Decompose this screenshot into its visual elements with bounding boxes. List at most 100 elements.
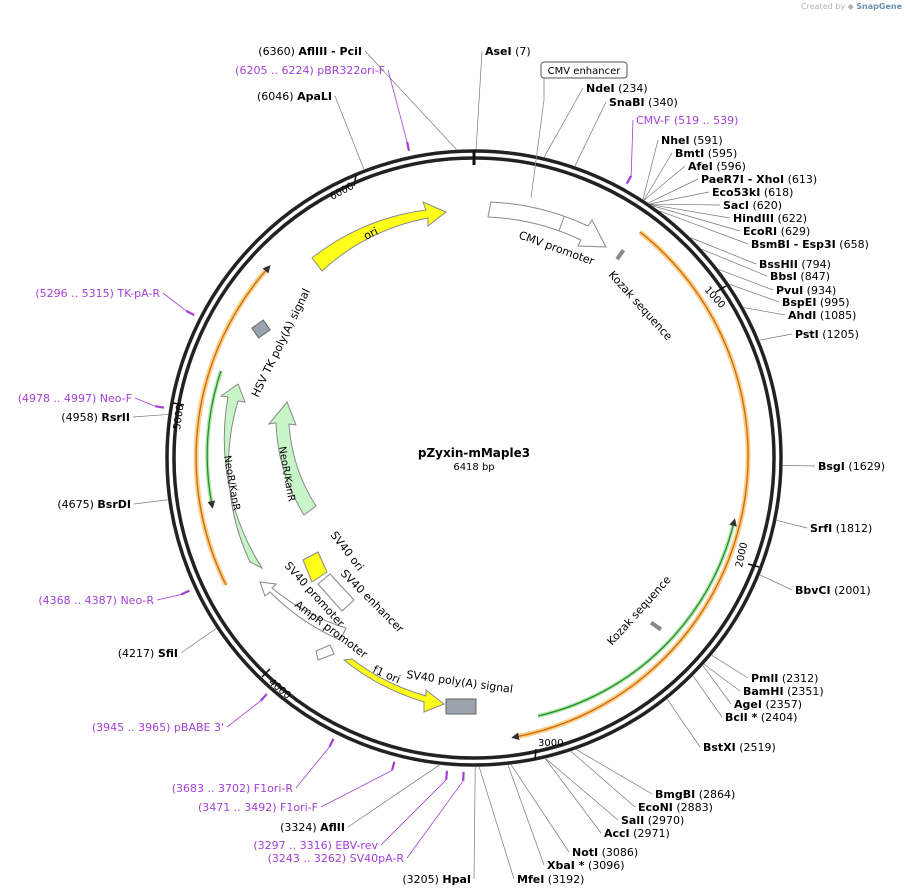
primer-mark-tk-pa-r: [185, 310, 195, 317]
ori-arrow: [311, 201, 447, 272]
kozak-sequence-label-lower: Kozak sequence: [605, 573, 674, 648]
site-label-acci: AccI (2971): [604, 827, 670, 840]
primer-label-pbr322ori-f: (6205 .. 6224) pBR322ori-F: [235, 64, 385, 77]
primer-leader-ebv-rev: [380, 779, 447, 846]
site-label-bsshii: BssHII (794): [759, 258, 831, 271]
sv40-promoter-arrow: [259, 581, 347, 641]
primer-leader-f1ori-f: [320, 770, 393, 808]
site-label-bamhi: BamHI (2351): [743, 685, 824, 698]
site-leader-noti: [510, 764, 570, 853]
kozak-sequence-upper-mark: [615, 248, 626, 261]
sv40-enhancer-shape: [317, 573, 355, 612]
site-label-bcli: BclI * (2404): [725, 711, 797, 724]
site-label-ahdi: AhdI (1085): [788, 309, 856, 322]
site-label-ndei: NdeI (234): [586, 82, 648, 95]
site-label-bbvci: BbvCI (2001): [795, 584, 871, 597]
site-label-ecori: EcoRI (629): [743, 225, 810, 238]
site-leader-pmli: [711, 655, 749, 679]
sv40-polya-box: [445, 698, 477, 715]
cmv-split-mark: [558, 216, 565, 232]
plasmid-length: 6418 bp: [453, 462, 494, 473]
site-label-sali: SalI (2970): [621, 814, 684, 827]
site-leader-ahdi: [743, 307, 786, 316]
neor-kanr-outer-arrow: [219, 383, 264, 570]
site-label-eco53ki: Eco53kI (618): [712, 186, 793, 199]
site-leader-acci: [545, 758, 602, 834]
cmv-enhancer-leader: [530, 78, 545, 199]
site-leader-aflii: [347, 764, 440, 828]
site-label-aflii: (3324) AflII: [280, 821, 345, 834]
primer-leader-f1ori-r: [295, 746, 330, 789]
hsv-tk-polya-box: [251, 319, 271, 339]
site-label-hpai: (3205) HpaI: [402, 873, 471, 886]
primer-mark-ebv-rev: [445, 770, 449, 780]
site-leader-srfi: [776, 520, 808, 529]
site-label-xbai: XbaI * (3096): [547, 859, 625, 872]
ori-label: ori: [362, 225, 381, 243]
green-track-left-line: [206, 370, 222, 509]
primer-leader-neo-r: [156, 594, 182, 601]
site-leader-bsgi: [782, 465, 816, 467]
site-label-afliii: (6360) AflIII - PciI: [258, 45, 362, 58]
site-leader-afliii: [364, 50, 457, 150]
site-leader-bcli: [692, 675, 723, 718]
site-leader-bmti: [643, 152, 673, 201]
site-leader-pvui: [718, 269, 774, 291]
site-leader-saci: [650, 203, 721, 206]
credit-brand: SnapGene: [856, 2, 902, 11]
site-leader-ecori: [652, 205, 741, 232]
site-leader-ndei: [543, 87, 584, 158]
site-label-bbsi: BbsI (847): [770, 270, 830, 283]
site-label-bsmbi: BsmBI - Esp3I (658): [751, 238, 869, 251]
primer-label-neo-r: (4368 .. 4387) Neo-R: [38, 594, 154, 607]
site-label-bstxi: BstXI (2519): [703, 741, 776, 754]
primer-mark-neo-f: [155, 405, 165, 409]
primer-leader-tk-pa-r: [162, 292, 187, 312]
cmv-enhancer-label: CMV enhancer: [548, 66, 622, 77]
site-leader-snabi: [574, 101, 607, 167]
site-label-afei: AfeI (596): [688, 160, 746, 173]
site-leader-eco53ki: [649, 191, 710, 205]
primer-mark-pbabe-3: [260, 693, 268, 702]
site-leader-bamhi: [703, 663, 741, 692]
site-leader-rsrii: [132, 414, 169, 418]
site-label-nhei: NheI (591): [661, 134, 723, 147]
site-leader-sali: [545, 758, 619, 821]
site-label-econi: EcoNI (2883): [638, 801, 713, 814]
primer-leader-pbr322ori-f: [387, 69, 408, 143]
primer-label-f1ori-r: (3683 .. 3702) F1ori-R: [172, 782, 294, 795]
kozak-sequence-lower-mark: [649, 620, 663, 632]
orange-track-right: [514, 230, 751, 740]
plasmid-name: pZyxin-mMaple3: [418, 446, 530, 460]
site-leader-bsmbi: [659, 210, 749, 245]
primer-leader-pbabe-3: [226, 700, 262, 728]
f1-ori-arrow: [342, 658, 445, 713]
site-label-mfei: MfeI (3192): [517, 873, 584, 886]
credit-prefix: Created by: [801, 2, 846, 11]
primer-mark-f1ori-r: [328, 738, 335, 748]
site-label-bspei: BspEI (995): [782, 296, 850, 309]
primer-label-ebv-rev: (3297 .. 3316) EBV-rev: [253, 839, 378, 852]
site-label-sfii: (4217) SfiI: [118, 647, 178, 660]
site-leader-afei: [644, 165, 686, 201]
site-leader-mfei: [478, 766, 515, 880]
cmv-enhancer-label-box: [540, 61, 628, 79]
primer-label-sv40pa-r: (3243 .. 3262) SV40pA-R: [268, 852, 405, 865]
tick-label-5000: 5000: [172, 404, 186, 431]
tick-label-3000: 3000: [538, 738, 563, 749]
site-label-psti: PstI (1205): [795, 328, 859, 341]
primer-mark-cmv-f: [625, 175, 633, 185]
sv40-ori-shape: [302, 551, 328, 583]
site-label-pvui: PvuI (934): [776, 284, 836, 297]
site-label-noti: NotI (3086): [572, 846, 638, 859]
site-label-asei: AseI (7): [485, 45, 531, 58]
tick-label-2000: 2000: [734, 541, 750, 568]
site-leader-bsshii: [690, 237, 757, 265]
site-label-bsrdi: (4675) BsrDI: [57, 498, 131, 511]
site-leader-paer7i: [648, 178, 699, 204]
hsv-tk-polya-label: HSV TK poly(A) signal: [249, 287, 313, 400]
snapgene-logo-icon: ◆: [847, 2, 854, 11]
